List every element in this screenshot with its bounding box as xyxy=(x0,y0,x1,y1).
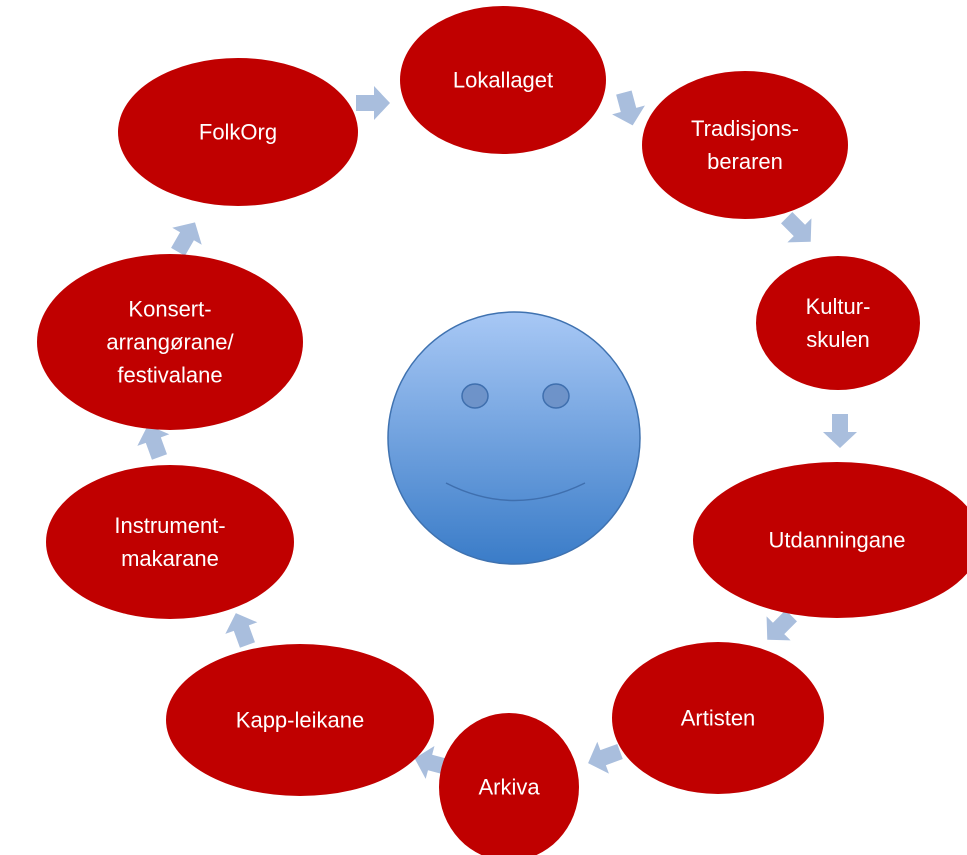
node-konsertarrangorane-label-line-2: arrangørane/ xyxy=(106,330,234,355)
node-artisten-label-line-1: Artisten xyxy=(681,706,756,731)
node-utdanningane-label-line-1: Utdanningane xyxy=(768,528,905,553)
node-konsertarrangorane-label-line-1: Konsert- xyxy=(128,297,211,322)
smiley-right-eye xyxy=(542,383,570,409)
node-kulturskulen: Kultur-skulen xyxy=(756,256,920,390)
arrow-kulturskulen-to-utdanningane xyxy=(823,414,857,448)
node-instrumentmakarane: Instrument-makarane xyxy=(46,465,294,619)
node-arkiva-ellipse xyxy=(439,713,579,855)
node-artisten: Artisten xyxy=(612,642,824,794)
node-utdanningane-ellipse xyxy=(693,462,967,618)
node-artisten-ellipse xyxy=(612,642,824,794)
node-lokallaget-label-line-1: Lokallaget xyxy=(453,68,553,93)
node-kapp-leikane: Kapp-leikane xyxy=(166,644,434,796)
node-kapp-leikane-ellipse xyxy=(166,644,434,796)
node-folkorg-label-line-1: FolkOrg xyxy=(199,120,277,145)
smiley-face-head xyxy=(387,311,641,565)
node-folkorg: FolkOrg xyxy=(118,58,358,206)
node-instrumentmakarane-ellipse xyxy=(46,465,294,619)
node-tradisjonsberaren: Tradisjons-beraren xyxy=(642,71,848,219)
nodes-layer: LokallagetTradisjons-berarenKultur-skule… xyxy=(37,6,967,855)
smiley-left-eye xyxy=(461,383,489,409)
node-lokallaget: Lokallaget xyxy=(400,6,606,154)
smiley-face xyxy=(387,311,641,565)
arrow-lokallaget-to-tradisjonsberaren xyxy=(612,90,645,126)
arrow-konsertarrangorane-to-folkorg xyxy=(171,222,202,256)
node-kulturskulen-label-line-1: Kultur- xyxy=(806,294,871,319)
node-arkiva: Arkiva xyxy=(439,713,579,855)
node-lokallaget-ellipse xyxy=(400,6,606,154)
arrow-folkorg-to-lokallaget xyxy=(356,86,390,120)
arrow-artisten-to-arkiva xyxy=(588,741,623,774)
node-kulturskulen-label-line-2: skulen xyxy=(806,327,870,352)
node-konsertarrangorane-ellipse xyxy=(37,254,303,430)
node-tradisjonsberaren-label-line-1: Tradisjons- xyxy=(691,116,799,141)
node-arkiva-label-line-1: Arkiva xyxy=(478,775,540,800)
node-folkorg-ellipse xyxy=(118,58,358,206)
arrow-kapp-leikane-to-instrumentmakarane xyxy=(225,613,258,648)
arrow-tradisjonsberaren-to-kulturskulen xyxy=(781,212,812,243)
arrow-instrumentmakarane-to-konsertarrangorane xyxy=(137,425,170,460)
arrow-utdanningane-to-artisten xyxy=(766,610,797,641)
node-instrumentmakarane-label-line-2: makarane xyxy=(121,546,219,571)
node-konsertarrangorane-label-line-3: festivalane xyxy=(117,363,222,388)
node-kulturskulen-ellipse xyxy=(756,256,920,390)
node-tradisjonsberaren-ellipse xyxy=(642,71,848,219)
node-utdanningane: Utdanningane xyxy=(693,462,967,618)
node-kapp-leikane-label-line-1: Kapp-leikane xyxy=(236,708,364,733)
node-instrumentmakarane-label-line-1: Instrument- xyxy=(114,513,225,538)
node-tradisjonsberaren-label-line-2: beraren xyxy=(707,149,783,174)
smiley-mouth xyxy=(445,482,586,502)
arrows-layer xyxy=(137,86,857,779)
node-konsertarrangorane: Konsert-arrangørane/festivalane xyxy=(37,254,303,430)
